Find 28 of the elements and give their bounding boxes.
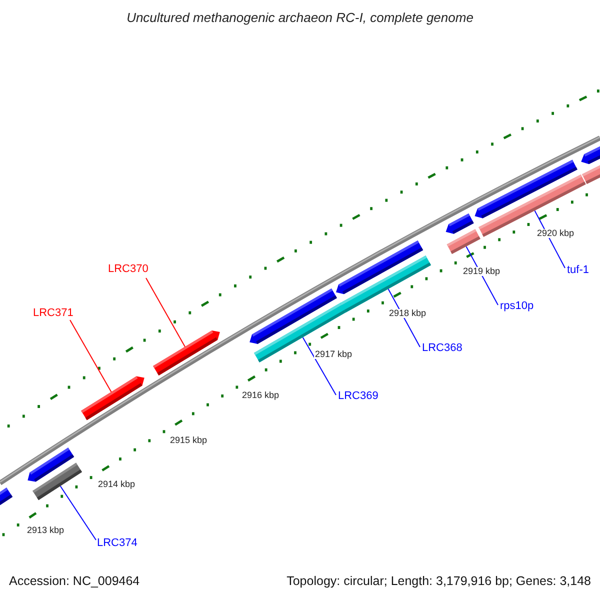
tick-label: 2919 kbp (462, 267, 502, 276)
leader-line (302, 336, 336, 396)
gene-label: LRC371 (33, 308, 74, 319)
gene-feature (0, 488, 13, 508)
leader-line (146, 278, 186, 348)
leader-line (534, 210, 566, 268)
tick-label: 2915 kbp (169, 436, 208, 445)
tick-label: 2920 kbp (536, 229, 576, 238)
tick-label: 2917 kbp (314, 350, 354, 359)
tick-label: 2918 kbp (388, 309, 428, 318)
tick-label: 2914 kbp (97, 480, 136, 489)
gene-feature (446, 213, 474, 234)
gene-feature (446, 229, 480, 254)
tick-label: 2913 kbp (26, 526, 66, 535)
gene-label: LRC374 (97, 538, 138, 549)
gene-feature (32, 462, 82, 500)
gene-label: LRC369 (338, 391, 378, 402)
genome-summary-text: Topology: circular; Length: 3,179,916 bp; Genes: 3,148 (286, 575, 591, 588)
gene-label: rps10p (500, 301, 534, 312)
leader-line (70, 320, 112, 392)
gene-label: tuf-1 (567, 265, 590, 276)
gene-feature (153, 330, 220, 376)
tick-label: 2916 kbp (241, 391, 280, 400)
title: Uncultured methanogenic archaeon RC-I, complete genome (126, 11, 474, 24)
accession-text: Accession: NC_009464 (9, 575, 140, 588)
gene-feature (81, 376, 144, 420)
gene-label: LRC368 (422, 343, 462, 354)
gene-label: LRC370 (108, 264, 148, 275)
